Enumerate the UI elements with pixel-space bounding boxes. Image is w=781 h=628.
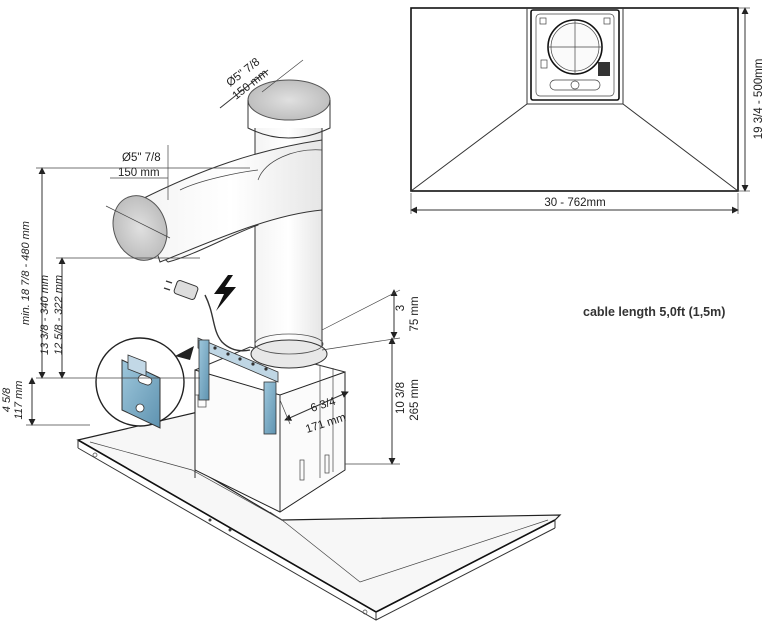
bracket-height-mm: 117 mm (13, 381, 25, 420)
bracket-height-in: 4 5/8 (1, 387, 13, 412)
bracket-detail-magnifier (95, 337, 194, 429)
hood-depth-label: 19 3/4 - 500mm (753, 59, 765, 140)
top-offset-mm: 75 mm (409, 296, 421, 331)
top-duct-opening (247, 79, 331, 121)
power-plug-icon (173, 280, 199, 300)
rear-duct-diameter-in: Ø5" 7/8 (122, 152, 161, 164)
motor-box (530, 9, 620, 101)
cable-length-note: cable length 5,0ft (1,5m) (583, 305, 725, 319)
top-offset-in: 3 (395, 305, 407, 311)
rear-duct-opening (112, 195, 168, 261)
iso-dimensions: Ø5" 7/8 150 mm Ø5" 7/8 150 mm min. 18 7/… (1, 56, 421, 465)
top-view: 19 3/4 - 500mm 30 - 762mm (410, 7, 765, 214)
top-view-outline (410, 7, 739, 192)
height-range-mm: 12 5/8 - 322 mm (53, 275, 65, 355)
wall-bracket (197, 337, 279, 435)
elbow-duct (105, 139, 323, 263)
isometric-view: Ø5" 7/8 150 mm Ø5" 7/8 150 mm min. 18 7/… (1, 56, 562, 621)
rear-duct-diameter-mm: 150 mm (118, 167, 160, 179)
chimney-height-in: 10 3/8 (395, 382, 407, 414)
chimney-height-mm: 265 mm (409, 379, 421, 421)
hood-width-label: 30 - 762mm (544, 197, 605, 209)
total-height-label: min. 18 7/8 - 480 mm (20, 221, 32, 325)
power-cable (163, 275, 251, 352)
height-range-in: 13 3/8 - 340 mm (39, 275, 51, 355)
lightning-bolt-icon (214, 275, 236, 311)
